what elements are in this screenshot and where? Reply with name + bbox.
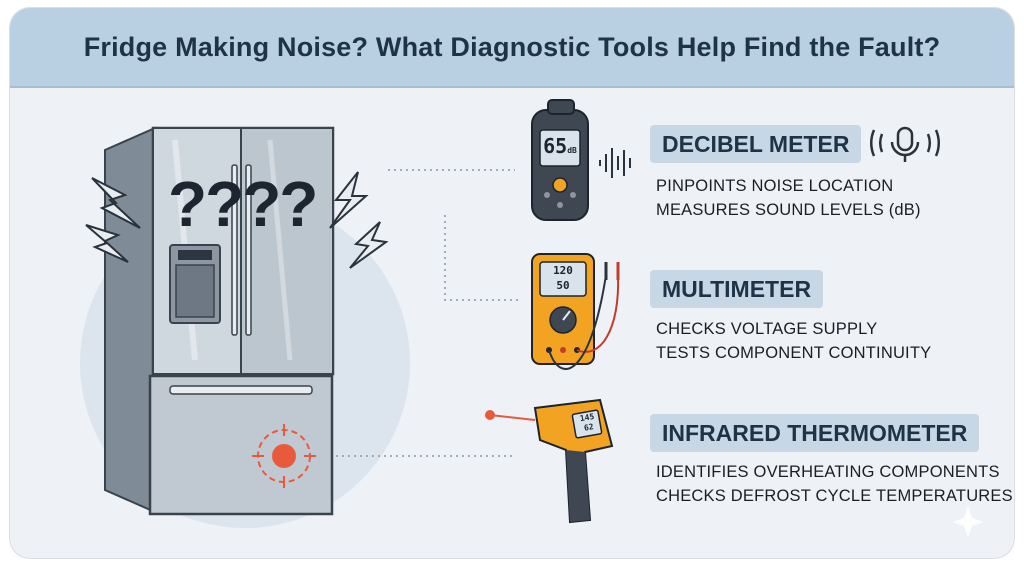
decibel-display: 65dB [543,134,577,158]
decibel-meter-title: DECIBEL METER [650,125,862,163]
title-banner: Fridge Making Noise? What Diagnostic Too… [10,8,1014,88]
multimeter-icon [531,253,620,370]
question-marks: ???? [168,168,318,240]
infrared-thermometer-title: INFRARED THERMOMETER [650,414,980,452]
infrared-thermometer-description: IDENTIFIES OVERHEATING COMPONENTS CHECKS… [656,463,1013,505]
decibel-meter-icon [531,99,631,221]
connector-lines [330,169,520,457]
sparkle-icon [952,506,984,538]
multimeter-display: 120 50 [553,264,573,292]
fridge-illustration [85,126,389,516]
multimeter-title: MULTIMETER [650,270,824,308]
multimeter-description: CHECKS VOLTAGE SUPPLY TESTS COMPONENT CO… [656,320,932,362]
thermometer-display: 145 62 [579,411,595,433]
noise-target-icon [252,424,316,488]
microphone-icon [869,126,941,162]
connector-multimeter [444,215,520,301]
infrared-thermometer-icon [485,398,614,524]
decibel-meter-description: PINPOINTS NOISE LOCATION MEASURES SOUND … [656,177,921,219]
page-title: Fridge Making Noise? What Diagnostic Too… [83,31,941,62]
lightning-bolt-icon [85,171,389,269]
